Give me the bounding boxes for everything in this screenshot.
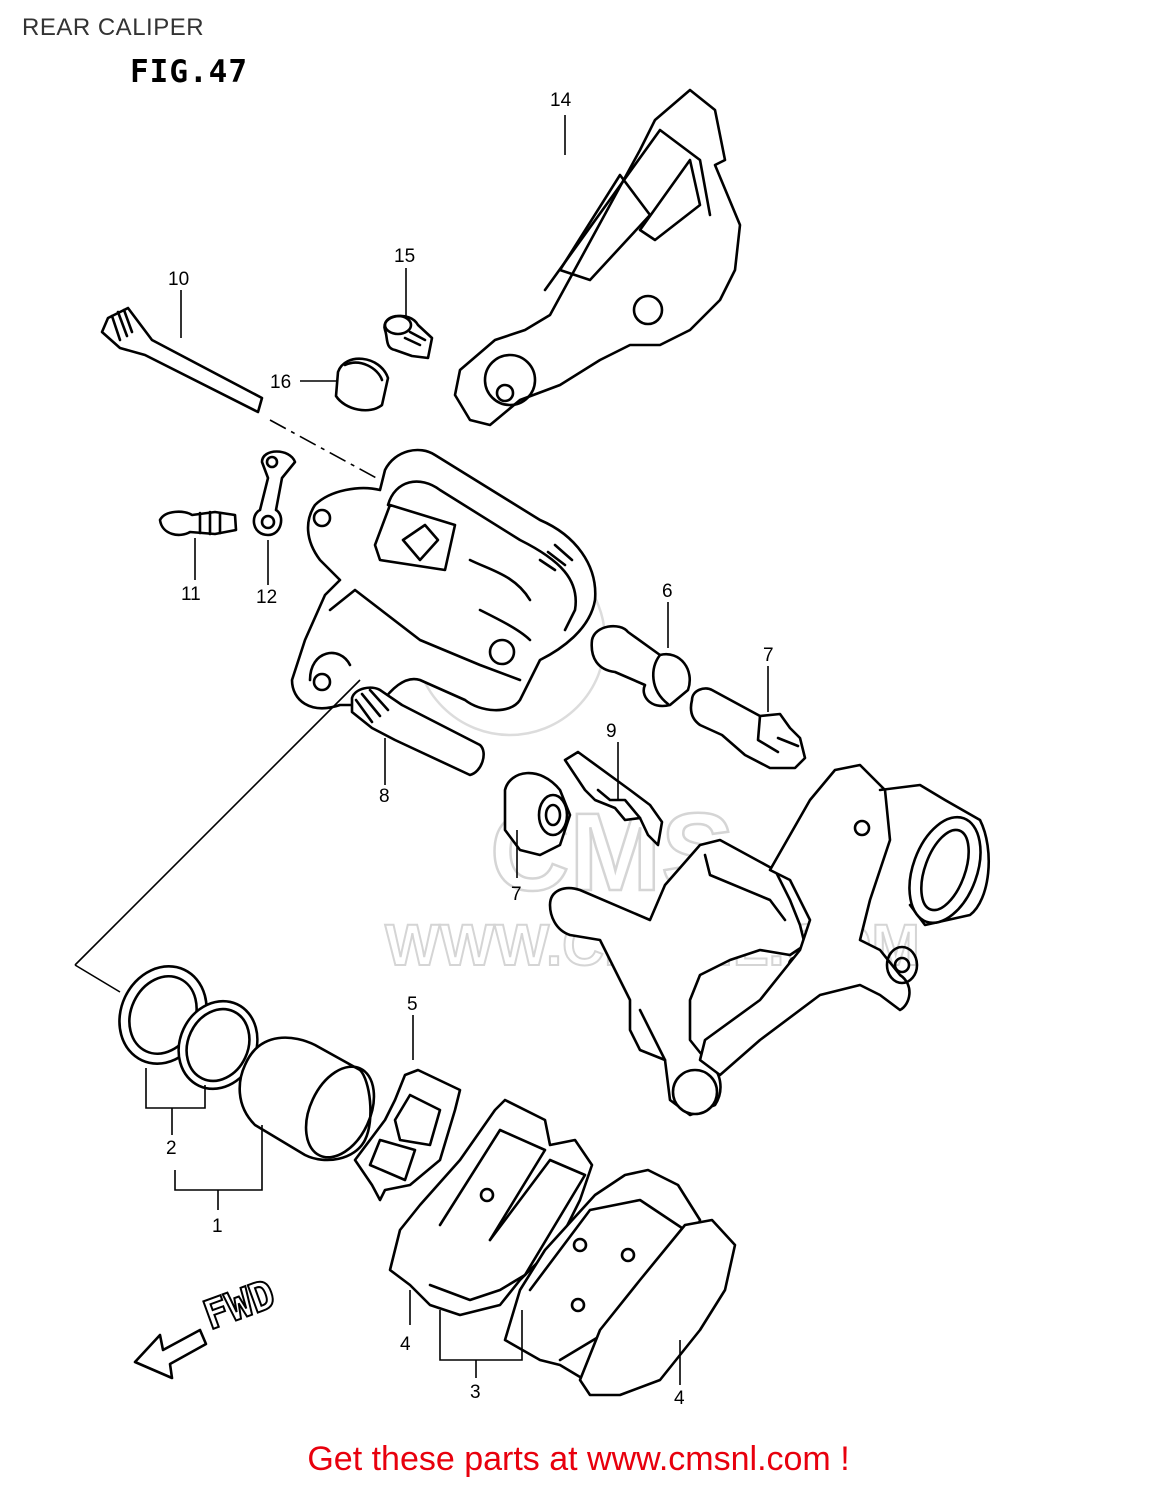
part-9-slide-pin[interactable] [350, 686, 485, 777]
part-3-4-brake-pads[interactable] [388, 1098, 737, 1397]
callout-12: 11 [181, 584, 201, 605]
part-14-chain-guard[interactable] [453, 88, 742, 427]
callout-13: 12 [256, 587, 277, 608]
callout-8: 7 [511, 884, 522, 905]
part-2-seals[interactable] [104, 952, 272, 1102]
callout-6: 6 [662, 581, 673, 602]
part-12-bleeder[interactable] [158, 510, 238, 537]
fwd-label: FWD [198, 1271, 282, 1339]
part-1-piston[interactable] [238, 1036, 388, 1169]
forward-direction-indicator: FWD [133, 1270, 282, 1380]
part-8-boot[interactable] [503, 771, 572, 857]
figure-number: FIG.47 [130, 54, 248, 90]
part-5-shim[interactable] [353, 1068, 462, 1202]
callout-5: 5 [407, 994, 418, 1015]
callout-3: 3 [470, 1382, 481, 1403]
part-13-bracket[interactable] [252, 450, 297, 537]
part-15-bolt[interactable] [383, 314, 434, 360]
callout-9: 8 [379, 786, 390, 807]
callout-1: 1 [212, 1216, 223, 1237]
callout-15: 15 [394, 246, 415, 267]
callout-2: 2 [166, 1138, 177, 1159]
callout-numbers: 14 15 16 10 12 11 6 7 9 8 7 5 2 1 4 3 4 [166, 90, 774, 1409]
callout-14: 14 [550, 90, 572, 111]
callout-4b: 4 [674, 1388, 685, 1409]
part-16-cap[interactable] [334, 357, 390, 412]
caliper-bracket[interactable] [548, 763, 994, 1117]
part-6-bush[interactable] [590, 624, 691, 708]
part-7-bolt[interactable] [689, 687, 807, 770]
get-parts-link[interactable]: Get these parts at www.cmsnl.com ! [307, 1440, 850, 1478]
page-title: REAR CALIPER [22, 14, 205, 41]
caliper-body[interactable] [290, 448, 597, 712]
part-11-pin[interactable] [100, 306, 381, 481]
forward-arrow-icon [133, 1328, 208, 1380]
callout-16: 16 [270, 372, 291, 393]
callout-7: 7 [763, 645, 774, 666]
callout-11: 10 [168, 269, 189, 290]
leader-lines [74, 115, 769, 1385]
callout-10: 9 [606, 721, 617, 742]
callout-4a: 4 [400, 1334, 411, 1355]
